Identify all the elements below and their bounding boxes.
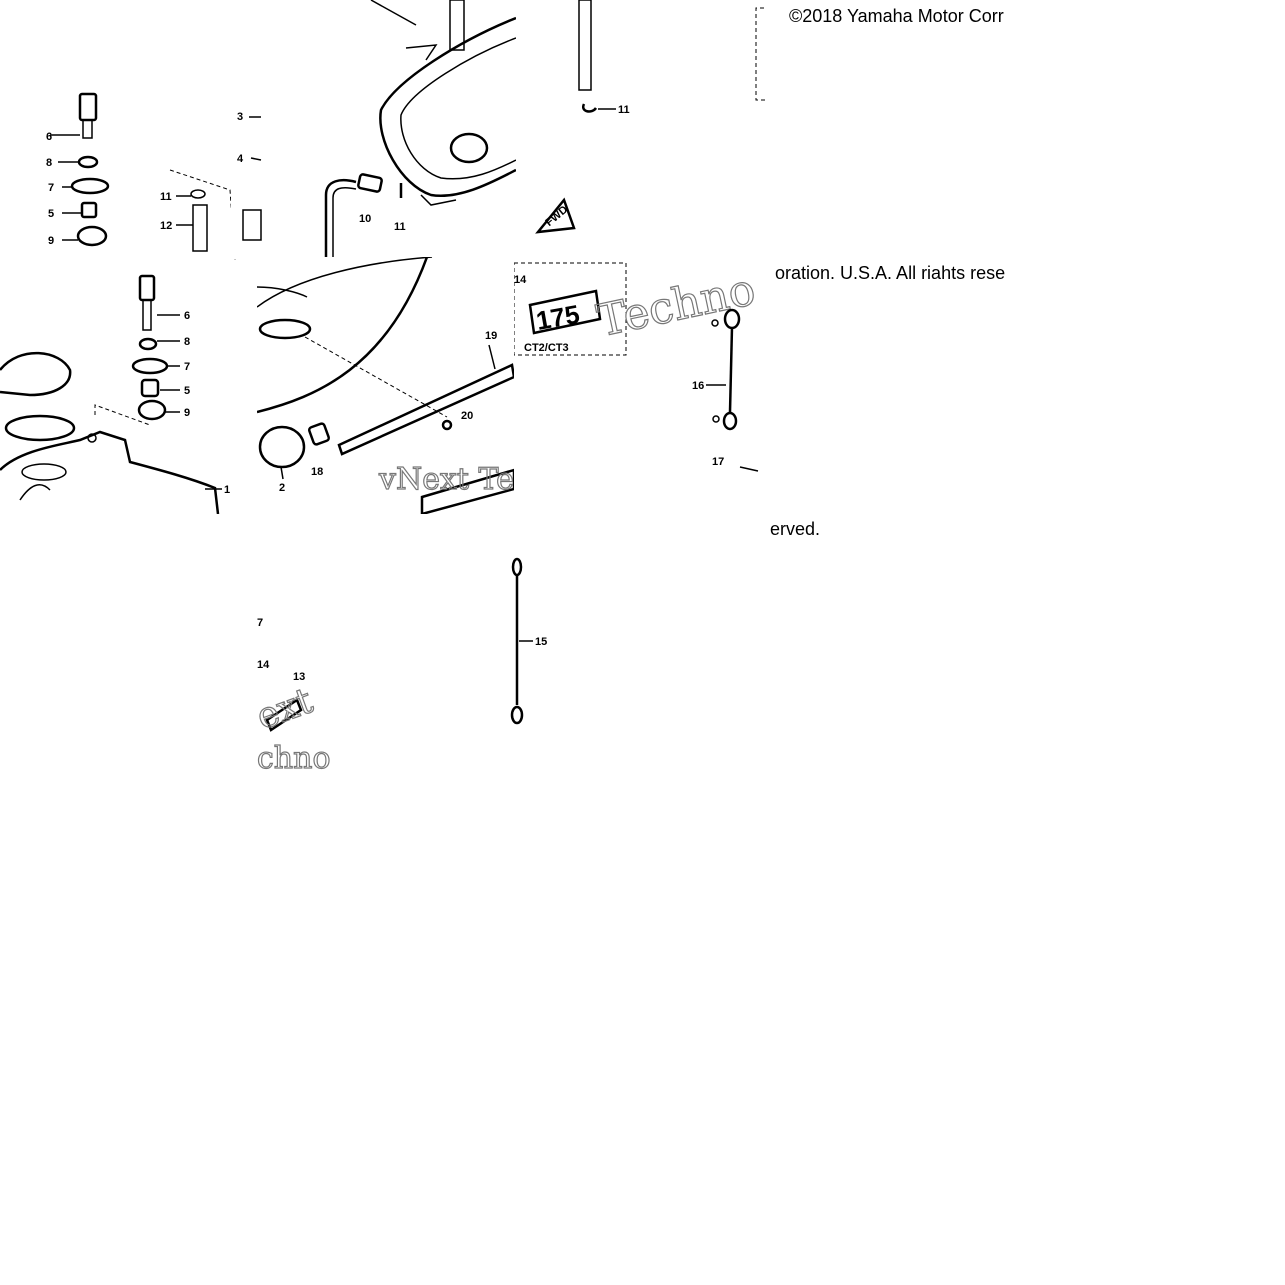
callout-18: 18 — [311, 466, 323, 478]
callout-5a: 5 — [48, 208, 54, 220]
diagram-tile-emblem-links: 14 175 CT2/CT3 Techno 16 17 — [514, 257, 771, 514]
callout-14b: 14 — [257, 659, 270, 671]
callout-8a: 8 — [46, 157, 52, 169]
callout-16: 16 — [692, 380, 704, 392]
callout-20: 20 — [461, 410, 473, 422]
rod-drawing: 11 FWD — [535, 0, 768, 234]
emblem-links-drawing: 14 175 CT2/CT3 Techno 16 17 — [514, 262, 760, 472]
watermark-a: Techno — [593, 264, 760, 347]
callout-5b: 5 — [184, 385, 190, 397]
diagram-tile-rod: 11 FWD — [516, 0, 773, 257]
copyright-line-2: oration. U.S.A. All riahts rese — [775, 263, 1006, 283]
emblem-number: 175 — [534, 299, 582, 336]
callout-4: 4 — [237, 153, 244, 165]
callout-10: 10 — [359, 213, 371, 225]
callout-13: 13 — [293, 671, 305, 683]
callout-3: 3 — [237, 111, 243, 123]
diagram-tile-bracket: 7 14 13 ext chno — [257, 600, 332, 775]
callout-9b: 9 — [184, 407, 190, 419]
watermark-d: chno — [257, 741, 331, 775]
diagram-tile-tank-front: 3 4 10 11 — [231, 0, 516, 257]
side-panel-drawing: 19 2 18 20 vNext Te — [257, 257, 514, 514]
emblem-variant: CT2/CT3 — [524, 342, 569, 354]
callout-17: 17 — [712, 456, 724, 468]
callout-2: 2 — [279, 482, 285, 494]
watermark-c: ext — [257, 680, 319, 738]
watermark-b: vNext Te — [378, 462, 514, 497]
callout-12: 12 — [160, 220, 172, 232]
callout-1: 1 — [224, 484, 230, 496]
callout-8b: 8 — [184, 336, 190, 348]
callout-11b: 11 — [394, 221, 406, 233]
diagram-tile-side-panel: 19 2 18 20 vNext Te — [257, 257, 514, 514]
callout-19a: 19 — [485, 330, 497, 342]
callout-6b: 6 — [184, 310, 190, 322]
callout-7b: 7 — [184, 361, 190, 373]
lower-rod-drawing: 15 — [510, 557, 547, 725]
callout-11a: 11 — [160, 191, 172, 203]
diagram-tile-lower-rod: 15 — [505, 555, 565, 745]
copyright-line-3: erved. — [770, 519, 821, 539]
tank-front-drawing: 3 4 10 11 — [237, 0, 516, 257]
bracket-drawing: 7 14 13 ext chno — [257, 617, 331, 775]
callout-7a: 7 — [48, 182, 54, 194]
copyright-line-1: ©2018 Yamaha Motor Corr — [789, 6, 1004, 26]
diagram-tile-valve-parts: 6 8 7 5 9 11 12 6 8 7 5 9 — [0, 0, 257, 514]
callout-6a: 6 — [46, 131, 52, 143]
callout-14a: 14 — [514, 274, 527, 286]
callout-15: 15 — [535, 636, 547, 648]
callout-7c: 7 — [257, 617, 263, 629]
valve-parts-drawing: 6 8 7 5 9 11 12 6 8 7 5 9 — [0, 92, 236, 514]
callout-11c: 11 — [618, 104, 630, 116]
callout-9a: 9 — [48, 235, 54, 247]
